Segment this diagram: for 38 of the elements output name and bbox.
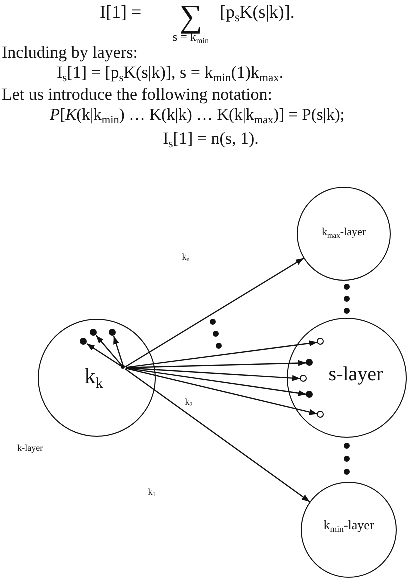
formula: [p$_{s}$K(s|k)]. xyxy=(220,2,295,23)
arrow xyxy=(113,336,124,366)
ring-icon xyxy=(316,338,324,345)
arrow xyxy=(126,368,301,382)
arrow xyxy=(125,258,304,368)
dot-icon xyxy=(121,365,126,370)
arrow xyxy=(126,368,318,416)
summation-sign: ∑ xyxy=(180,0,202,32)
arrow xyxy=(125,368,310,502)
index-label: k$_{n}$ xyxy=(182,252,190,262)
ring-icon xyxy=(300,374,307,382)
arrow xyxy=(86,343,123,368)
formula: I$_{s}$[1] = n(s, 1). xyxy=(163,129,259,149)
body-text: Including by layers: xyxy=(2,43,138,63)
dot-icon xyxy=(306,390,313,398)
layer-circle xyxy=(301,482,397,578)
arrow xyxy=(126,368,307,396)
index-label: k$_{2}$ xyxy=(185,396,193,408)
index-label: k$_{1}$ xyxy=(148,486,156,498)
formula: P[K(k|k$_{min}$) … K(k|k) … K(k|k$_{max}$)] = P(s|k); xyxy=(50,106,345,125)
formula: I$_{s}$[1] = [p$_{s}$K(s|k)], s = k$_{min}$(1)k$_{max}$. xyxy=(57,63,284,83)
dot-icon xyxy=(306,358,313,366)
body-text: Let us introduce the following notation: xyxy=(2,85,273,105)
layer-circle xyxy=(297,187,391,281)
formula: I[1] = xyxy=(100,2,142,23)
arrow xyxy=(96,335,124,367)
ring-icon xyxy=(316,410,324,418)
layer-label: k$_{max}$-layer xyxy=(322,226,366,240)
dot-icon xyxy=(80,338,87,345)
layer-label: k$_{k}$ xyxy=(84,363,104,389)
layer-caption: k-layer xyxy=(18,443,44,454)
layer-label: s-layer xyxy=(328,364,384,386)
layer-circle xyxy=(287,318,407,438)
dot-icon xyxy=(108,328,116,336)
layer-label: k$_{min}$-layer xyxy=(324,518,374,534)
arrow xyxy=(126,340,318,368)
dot-icon xyxy=(90,328,97,336)
arrow xyxy=(126,360,307,368)
